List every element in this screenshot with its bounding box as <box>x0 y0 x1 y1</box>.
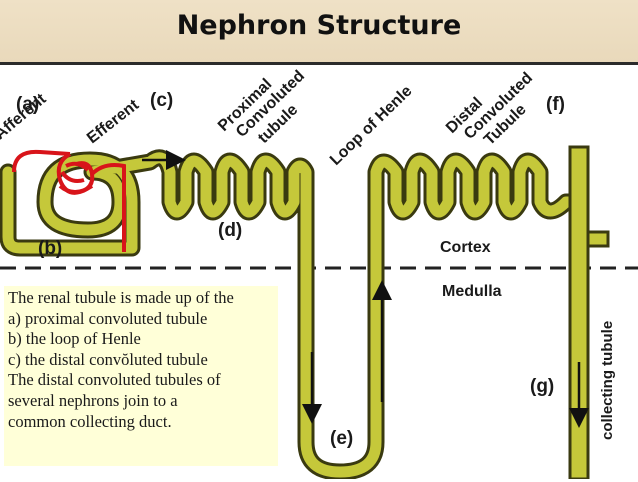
label-g: (g) <box>530 376 554 397</box>
label-loop-of-henle: Loop of Henle <box>327 82 416 168</box>
label-b: (b) <box>38 238 62 259</box>
explanation-box: The renal tubule is made up of the a) pr… <box>4 286 278 466</box>
label-collecting-tubule: collecting tubule <box>599 321 616 440</box>
page-title: Nephron Structure <box>176 10 462 41</box>
renal-tubule <box>0 149 587 479</box>
collecting-tubule <box>568 145 610 479</box>
nephron-diagram: (a) Afferent Efferent (c) Proximal Convo… <box>0 68 638 479</box>
glomerulus <box>12 149 126 252</box>
label-a: (a) <box>16 94 39 115</box>
note-line: several nephrons join to a <box>8 390 178 410</box>
title-band <box>0 0 638 62</box>
note-line: The distal convoluted tubules of <box>8 370 221 390</box>
label-d: (d) <box>218 220 242 241</box>
label-c: (c) <box>150 90 173 111</box>
label-efferent: Efferent <box>84 96 143 147</box>
note-line: common collecting duct. <box>8 411 172 431</box>
label-medulla: Medulla <box>442 283 502 300</box>
label-cortex: Cortex <box>440 239 491 256</box>
note-line: a) proximal convoluted tubule <box>8 308 208 328</box>
note-line: b) the loop of Henle <box>8 329 141 349</box>
label-f: (f) <box>546 94 565 115</box>
label-e: (e) <box>330 428 353 449</box>
note-line: The renal tubule is made up of the <box>8 288 234 307</box>
note-line: c) the distal convŏluted tubule <box>8 349 208 369</box>
